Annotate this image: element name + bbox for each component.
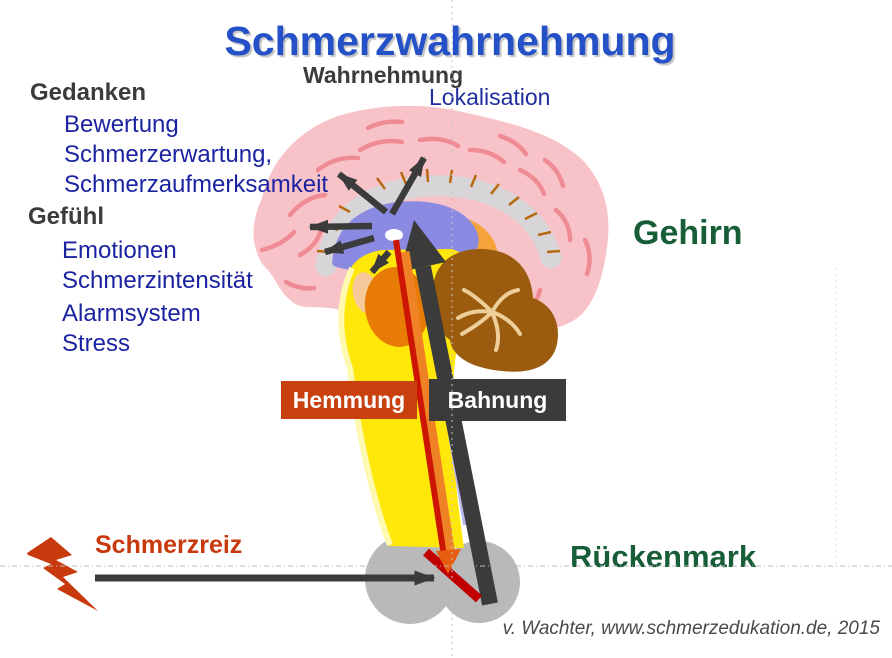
- list-item-emotionen: Emotionen: [62, 237, 177, 264]
- list-item-bewertung: Bewertung: [64, 111, 179, 138]
- label-lokalisation: Lokalisation: [429, 84, 551, 110]
- list-item-schmerzaufmerksamkeit: Schmerzaufmerksamkeit: [64, 171, 329, 198]
- label-wahrnehmung: Wahrnehmung: [303, 62, 464, 88]
- descending-arrowhead: [436, 549, 461, 574]
- brain-sulci: [259, 119, 592, 319]
- lightning-bolt-icon: [27, 537, 98, 611]
- list-item-schmerzerwartung: Schmerzerwartung,: [64, 141, 273, 168]
- cerebellum-arbor-lines: [456, 288, 522, 352]
- page-title: Schmerzwahrnehmung: [224, 18, 676, 64]
- thalamus-center-dot: [385, 229, 403, 241]
- label-schmerzreiz: Schmerzreiz: [95, 531, 243, 559]
- attribution-text: v. Wachter, www.schmerzedukation.de, 201…: [502, 618, 880, 639]
- radiating-arrows: [308, 156, 427, 275]
- label-gehirn: Gehirn: [633, 214, 743, 252]
- list-item-stress: Stress: [62, 330, 131, 357]
- pathway-yellow-highlight: [338, 266, 393, 547]
- ascending-facilitation-arrow: [400, 220, 498, 606]
- cerebellum-shape: [432, 248, 558, 372]
- list-item-schmerzintensitaet: Schmerzintensität: [62, 267, 253, 294]
- gefuehl-heading: Gefühl: [28, 203, 104, 230]
- blocked-signal-bar: [423, 548, 482, 603]
- descending-inhibition-line: [393, 239, 447, 557]
- descending-orange-band: [396, 251, 456, 557]
- list-item-alarmsystem: Alarmsystem: [62, 300, 201, 327]
- hemmung-label-box: Hemmung: [281, 381, 417, 419]
- gedanken-heading: Gedanken: [30, 79, 147, 106]
- label-rueckenmark: Rückenmark: [570, 539, 757, 574]
- bahnung-label-box: Bahnung: [429, 379, 566, 421]
